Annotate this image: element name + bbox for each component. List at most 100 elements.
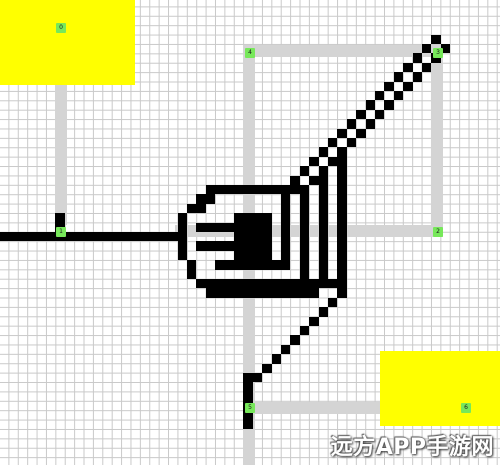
wall-cell: [393, 91, 404, 101]
wall-cell: [290, 175, 300, 185]
wall-cell: [281, 288, 291, 298]
wall-cell: [205, 288, 216, 298]
wall-cell: [431, 53, 441, 63]
wall-cell: [309, 156, 319, 167]
wall-cell: [271, 288, 281, 298]
connector-path: [431, 45, 443, 235]
wall-cell: [177, 250, 187, 261]
wall-cell: [234, 288, 244, 298]
wall-cell: [243, 373, 253, 383]
wall-cell: [243, 391, 253, 402]
wall-cell: [337, 128, 347, 138]
wall-cell: [290, 185, 300, 195]
wall-cell: [215, 260, 225, 270]
wall-cell: [281, 260, 291, 270]
wall-cell: [36, 232, 46, 242]
wall-cell: [337, 185, 347, 195]
wall-cell: [328, 297, 338, 308]
wall-cell: [130, 232, 140, 242]
wall-cell: [299, 203, 310, 214]
wall-cell: [121, 232, 131, 242]
wall-cell: [281, 222, 291, 232]
wall-cell: [262, 260, 272, 270]
wall-cell: [262, 222, 272, 232]
wall-cell: [328, 138, 338, 148]
wall-cell: [224, 279, 234, 289]
wall-cell: [403, 81, 413, 91]
wall-cell: [318, 260, 328, 270]
wall-cell: [318, 213, 328, 223]
wall-cell: [299, 166, 310, 176]
wall-cell: [243, 260, 253, 270]
wall-cell: [318, 279, 328, 289]
wall-cell: [46, 232, 56, 242]
wall-cell: [337, 203, 347, 214]
wall-cell: [93, 232, 103, 242]
wall-cell: [309, 279, 319, 289]
wall-cell: [375, 91, 385, 101]
wall-cell: [281, 344, 291, 355]
wall-cell: [299, 250, 310, 261]
yellow-zone-top-left: [0, 0, 135, 85]
connector-path: [243, 402, 380, 414]
wall-cell: [309, 316, 319, 326]
wall-cell: [196, 203, 206, 214]
wall-cell: [262, 213, 272, 223]
wall-cell: [403, 62, 413, 73]
node-marker-2[interactable]: 2: [433, 227, 443, 237]
wall-cell: [252, 232, 263, 242]
node-marker-4[interactable]: 4: [245, 48, 255, 58]
wall-cell: [262, 363, 272, 373]
wall-cell: [252, 373, 263, 383]
wall-cell: [281, 185, 291, 195]
wall-cell: [281, 203, 291, 214]
wall-cell: [262, 232, 272, 242]
wall-cell: [234, 279, 244, 289]
wall-cell: [224, 241, 234, 251]
wall-cell: [234, 185, 244, 195]
wall-cell: [252, 241, 263, 251]
wall-cell: [55, 213, 65, 223]
wall-cell: [158, 232, 169, 242]
wall-cell: [318, 147, 328, 157]
wall-cell: [243, 185, 253, 195]
wall-cell: [262, 279, 272, 289]
connector-path: [55, 85, 67, 225]
wall-cell: [140, 232, 150, 242]
wall-cell: [234, 232, 244, 242]
wall-cell: [290, 288, 300, 298]
wall-cell: [299, 269, 310, 279]
wall-cell: [337, 279, 347, 289]
wall-cell: [224, 222, 234, 232]
wall-cell: [205, 194, 216, 204]
wall-cell: [215, 241, 225, 251]
wall-cell: [262, 185, 272, 195]
wall-cell: [196, 194, 206, 204]
wall-cell: [281, 213, 291, 223]
wall-cell: [252, 222, 263, 232]
wall-cell: [243, 250, 253, 261]
wall-cell: [384, 81, 394, 91]
node-marker-3[interactable]: 3: [433, 48, 443, 58]
wall-cell: [262, 288, 272, 298]
wall-cell: [337, 166, 347, 176]
wall-cell: [243, 232, 253, 242]
wall-cell: [299, 213, 310, 223]
node-marker-1[interactable]: 1: [56, 227, 66, 237]
wall-cell: [234, 241, 244, 251]
wall-cell: [412, 72, 422, 82]
wall-cell: [281, 194, 291, 204]
wall-cell: [243, 213, 253, 223]
wall-cell: [318, 194, 328, 204]
wall-cell: [271, 279, 281, 289]
wall-cell: [393, 72, 404, 82]
wall-cell: [252, 250, 263, 261]
node-marker-6[interactable]: 6: [461, 403, 471, 413]
wall-cell: [299, 241, 310, 251]
wall-cell: [356, 128, 366, 138]
node-marker-5[interactable]: 5: [245, 403, 255, 413]
wall-cell: [318, 250, 328, 261]
wall-cell: [281, 250, 291, 261]
node-marker-0[interactable]: 0: [56, 23, 66, 33]
